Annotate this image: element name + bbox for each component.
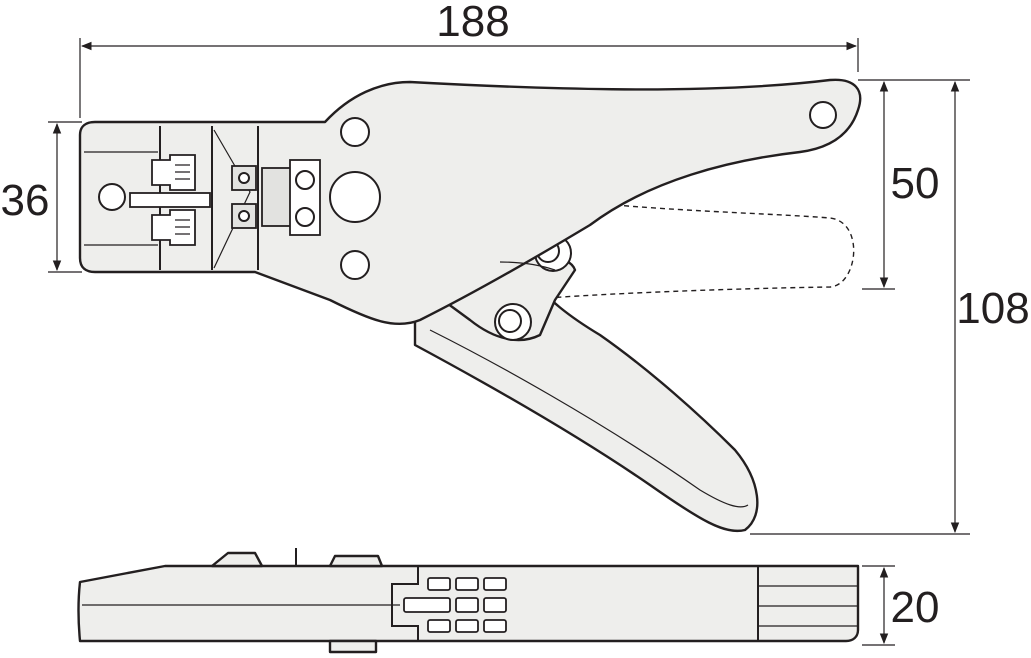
stripper-hole-upper bbox=[295, 170, 315, 190]
rj-cavity-upper bbox=[151, 154, 196, 191]
blade-wedge bbox=[213, 129, 251, 269]
handle-end-hole bbox=[809, 101, 837, 129]
center-slot bbox=[129, 192, 211, 208]
tool-head-upper-handle bbox=[78, 78, 862, 326]
tool-side-view bbox=[77, 548, 860, 654]
rj-cavity-lower bbox=[151, 209, 196, 246]
blade-screw-upper bbox=[238, 172, 250, 184]
side-view-step bbox=[391, 566, 419, 641]
rj-contacts-lower bbox=[175, 219, 190, 235]
rivet-top bbox=[340, 117, 370, 147]
stripper-frame bbox=[261, 167, 293, 227]
rivet-bottom bbox=[340, 250, 370, 280]
blade-screw-lower bbox=[238, 210, 250, 222]
side-view-knob-right bbox=[328, 554, 384, 568]
head-hole bbox=[98, 183, 126, 211]
tool-top-view bbox=[78, 78, 862, 533]
spring-line bbox=[499, 261, 556, 271]
dim-label-length: 188 bbox=[436, 0, 509, 46]
side-view-knob-left bbox=[210, 551, 264, 568]
lower-handle-edge bbox=[429, 329, 749, 508]
dim-label-head-height: 36 bbox=[1, 176, 50, 225]
main-pivot bbox=[329, 171, 381, 223]
rj-contacts-upper bbox=[175, 164, 190, 180]
stripper-hole-lower bbox=[295, 207, 315, 227]
side-view-slot-grid bbox=[403, 577, 507, 633]
dim-label-overall-height: 108 bbox=[956, 284, 1029, 333]
side-view-foot bbox=[328, 639, 378, 654]
dim-label-thickness: 20 bbox=[891, 583, 940, 632]
open-handle-dashed-outline bbox=[519, 204, 855, 301]
dimension-lines bbox=[48, 38, 970, 646]
dim-label-handle-opening: 50 bbox=[891, 159, 940, 208]
lever-pivot-inner bbox=[498, 309, 522, 333]
